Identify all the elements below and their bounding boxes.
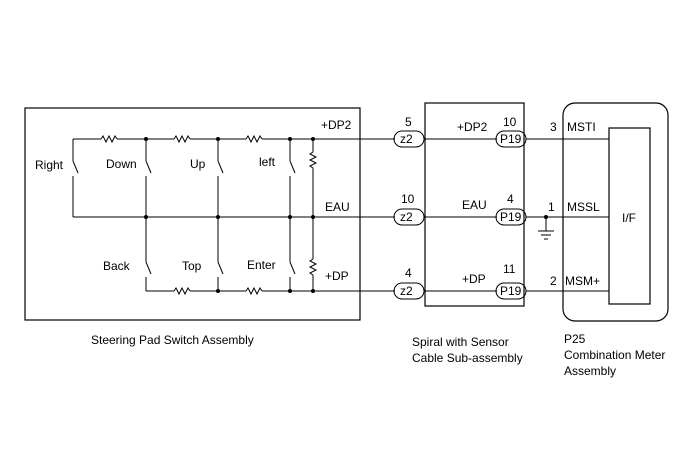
spiral-signal-eau: EAU	[462, 198, 487, 212]
pin-out-dp: 11	[503, 262, 516, 276]
meter-code: P25	[564, 332, 586, 346]
switch-up	[217, 139, 224, 217]
meter-title-line1: Combination Meter	[564, 348, 665, 362]
pin-in-dp2: 5	[405, 115, 412, 129]
switch-label-up: Up	[190, 157, 206, 171]
connector-label: z2	[400, 284, 413, 298]
connector-label: P19	[500, 284, 522, 298]
resistor-5	[245, 286, 263, 296]
resistor-3	[245, 134, 263, 144]
connector-z2-eau: z2	[393, 208, 425, 226]
steering-pad-title: Steering Pad Switch Assembly	[91, 333, 254, 347]
spiral-title-line2: Cable Sub-assembly	[412, 351, 523, 365]
connector-label: P19	[500, 210, 522, 224]
meter-pin-msti: 3	[550, 120, 557, 134]
switch-label-left: left	[259, 155, 276, 169]
spiral-cable-assembly: z2 z2 z2 5 10 4 +DP2 EAU +DP P19 P19	[393, 102, 527, 365]
interface-block	[608, 127, 651, 305]
connector-z2-dp: z2	[393, 282, 425, 300]
spiral-signal-dp2: +DP2	[457, 120, 488, 134]
signal-label-eau: EAU	[325, 200, 350, 214]
pin-in-eau: 10	[401, 192, 415, 206]
steering-pad-switch-assembly: Right Down Up left Back Top Enter +DP2 E…	[24, 107, 395, 347]
harness-wires	[526, 138, 609, 292]
combination-meter-assembly: I/F 3 1 2 MSTI MSSL MSM+ P25 Combination…	[548, 102, 669, 378]
bottom-resistor-ladder	[146, 286, 395, 296]
signal-label-dp2: +DP2	[321, 118, 352, 132]
meter-pin-msm: 2	[550, 274, 557, 288]
meter-signal-mssl: MSSL	[567, 200, 600, 214]
switch-label-right: Right	[35, 158, 64, 172]
meter-signal-msti: MSTI	[567, 120, 596, 134]
pullup-resistor-upper	[308, 139, 318, 217]
meter-frame	[562, 102, 669, 322]
steering-pad-frame	[24, 107, 361, 321]
connector-p19-dp: P19	[495, 282, 527, 300]
switch-label-enter: Enter	[247, 258, 276, 272]
meter-pin-mssl: 1	[548, 200, 555, 214]
spiral-frame	[424, 102, 525, 307]
meter-signal-msm: MSM+	[565, 274, 600, 288]
signal-label-dp: +DP	[325, 269, 349, 283]
switch-top	[217, 217, 224, 291]
pullup-resistor-lower	[308, 217, 318, 291]
top-resistor-ladder	[73, 134, 395, 144]
connector-label: z2	[400, 210, 413, 224]
switch-label-back: Back	[103, 259, 131, 273]
ground-icon	[538, 215, 554, 240]
switch-label-top: Top	[182, 259, 202, 273]
connector-z2-dp2: z2	[393, 130, 425, 148]
switch-down	[145, 139, 152, 217]
switch-right	[72, 139, 79, 217]
connector-label: z2	[400, 132, 413, 146]
switch-back	[145, 217, 152, 291]
switch-left	[289, 139, 296, 217]
switch-enter	[289, 217, 296, 291]
spiral-signal-dp: +DP	[462, 272, 486, 286]
spiral-title-line1: Spiral with Sensor	[412, 335, 509, 349]
resistor-1	[100, 134, 118, 144]
connector-p19-dp2: P19	[495, 130, 527, 148]
pin-out-dp2: 10	[503, 115, 517, 129]
pin-in-dp: 4	[405, 266, 412, 280]
resistor-2	[173, 134, 191, 144]
resistor-4	[173, 286, 191, 296]
switch-label-down: Down	[106, 157, 137, 171]
meter-title-line2: Assembly	[564, 364, 616, 378]
connector-label: P19	[500, 132, 522, 146]
interface-label: I/F	[622, 211, 636, 225]
connector-p19-eau: P19	[495, 208, 527, 226]
junction-dots	[144, 137, 315, 293]
pin-out-eau: 4	[507, 192, 514, 206]
